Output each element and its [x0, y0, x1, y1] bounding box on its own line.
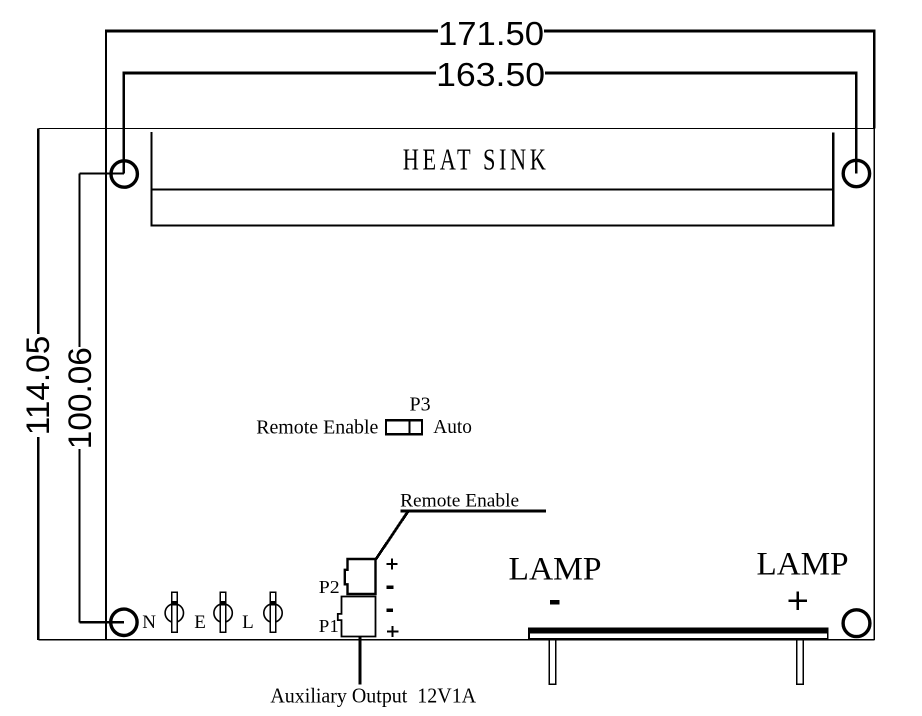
- svg-text:100.06: 100.06: [62, 347, 98, 449]
- svg-text:Auto: Auto: [433, 416, 472, 438]
- svg-text:163.50: 163.50: [436, 56, 545, 93]
- svg-text:N: N: [142, 612, 156, 633]
- svg-text:LAMP: LAMP: [757, 547, 849, 583]
- svg-text:Remote Enable: Remote Enable: [256, 417, 378, 439]
- svg-text:LAMP: LAMP: [509, 552, 602, 588]
- svg-text:Remote Enable: Remote Enable: [400, 491, 519, 512]
- svg-text:P3: P3: [410, 393, 431, 415]
- svg-text:P1: P1: [319, 616, 339, 636]
- svg-text:E: E: [194, 612, 206, 633]
- svg-text:171.50: 171.50: [438, 15, 544, 52]
- svg-text:Auxiliary Output 12V1A: Auxiliary Output 12V1A: [270, 684, 476, 708]
- svg-text:P2: P2: [319, 577, 340, 597]
- svg-text:L: L: [242, 612, 254, 633]
- svg-text:114.05: 114.05: [20, 336, 56, 436]
- svg-text:HEAT SINK: HEAT SINK: [403, 142, 550, 176]
